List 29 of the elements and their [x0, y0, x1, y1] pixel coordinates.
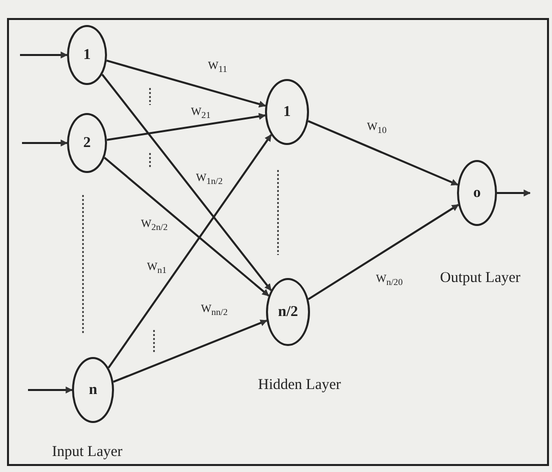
- neuron-circle: n/2: [266, 278, 310, 346]
- neuron-circle: n: [72, 357, 114, 423]
- layer-label: Hidden Layer: [258, 377, 341, 394]
- arrow: [108, 134, 272, 368]
- weight-label: W$_{nn/2}$: [200, 303, 229, 318]
- arrow: [106, 60, 266, 108]
- neuron-circle: o: [457, 160, 497, 226]
- weight-label: W$_{2n/2}$: [140, 218, 169, 232]
- arrow: [101, 74, 272, 291]
- arrow: [112, 320, 268, 383]
- weight-label: W$_{n/20}$: [375, 273, 404, 288]
- arrow: [308, 204, 459, 300]
- weight-label: W$_{n1}$: [146, 261, 168, 276]
- neuron-circle: 2: [67, 113, 107, 173]
- arrow: [308, 120, 458, 186]
- arrow: [497, 190, 531, 196]
- layer-label: Input Layer: [52, 444, 122, 461]
- weight-label: W$_{1n/2}$: [195, 172, 224, 186]
- arrow: [28, 386, 73, 394]
- arrow: [22, 140, 68, 146]
- arrow: [106, 112, 266, 141]
- arrow: [104, 156, 270, 297]
- neuron-circle: 1: [67, 25, 107, 85]
- weight-label: W$_{21}$: [190, 106, 212, 120]
- arrow: [20, 52, 68, 58]
- layer-label: Output Layer: [440, 270, 520, 287]
- weight-label: W$_{10}$: [366, 121, 388, 136]
- weight-label: W$_{11}$: [207, 60, 228, 74]
- neuron-circle: 1: [265, 79, 309, 145]
